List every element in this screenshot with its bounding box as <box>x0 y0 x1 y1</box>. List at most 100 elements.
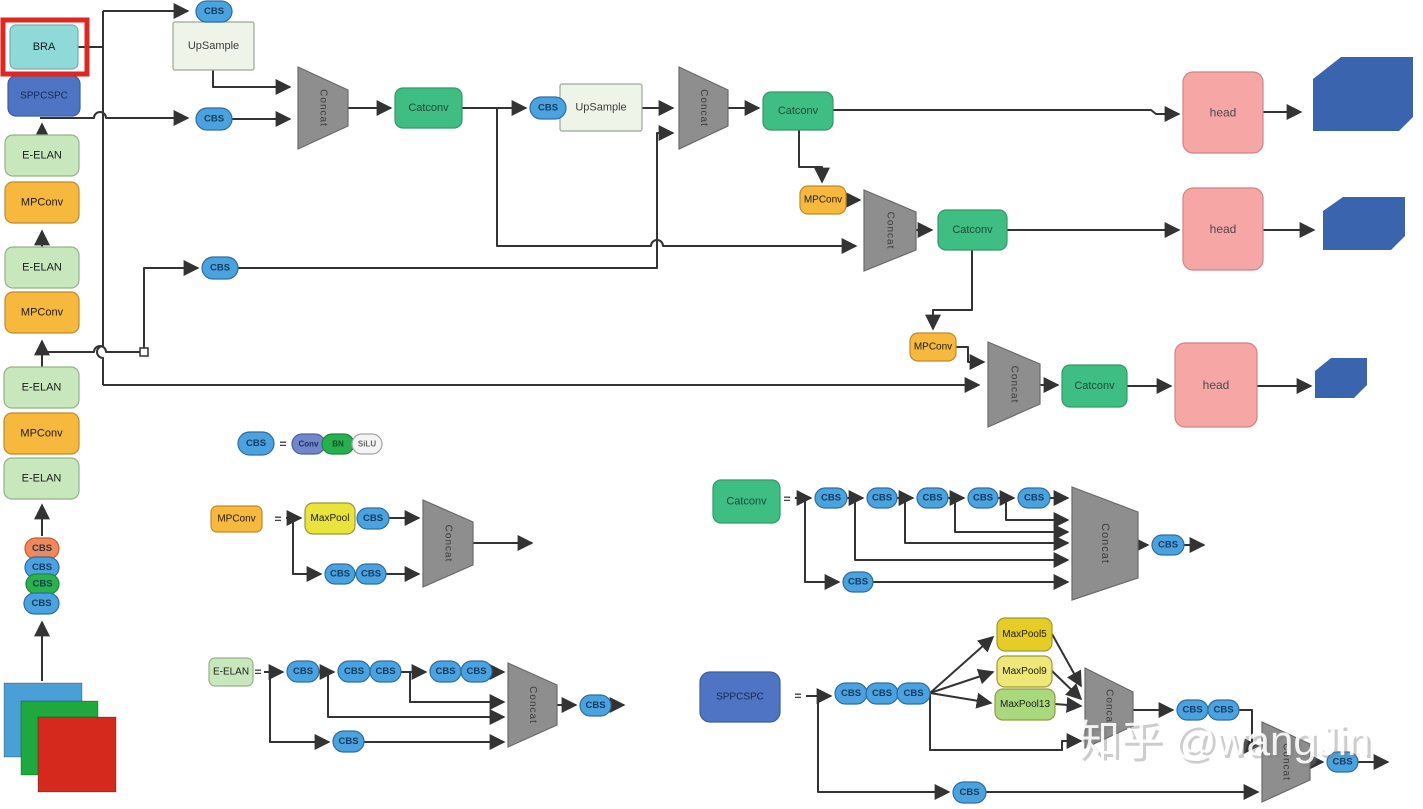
concat-trapezoid: Concat <box>678 66 729 150</box>
maxpool9-node-label: MaxPool9 <box>1002 666 1047 677</box>
eelan-block-label: E-ELAN <box>22 150 62 162</box>
cbs-pill: CBS <box>579 694 612 717</box>
concat-label: Concat <box>318 89 329 127</box>
maxpool-node-label: MaxPool <box>311 513 350 524</box>
cbs-pill: CBS <box>195 107 233 131</box>
cbs-pill: CBS <box>865 682 899 705</box>
wire <box>804 498 841 590</box>
cbs-pill-label: CBS <box>922 493 942 504</box>
wire <box>1051 633 1082 688</box>
wires <box>34 3 1390 800</box>
cbs-pill-label: CBS <box>363 513 383 524</box>
concat-trapezoid: Concat <box>1084 667 1134 749</box>
cbs-pill-label: CBS <box>375 666 395 677</box>
cbs-pill: CBS <box>460 660 493 683</box>
cbs-pill-label: CBS <box>872 688 892 699</box>
cbs-pill-label: CBS <box>204 6 224 17</box>
input-image-red <box>37 716 117 793</box>
upsample-node-label: UpSample <box>188 40 239 52</box>
eelan-block-label: E-ELAN <box>22 473 62 485</box>
mpconv-legend-node-label: MPConv <box>217 514 255 525</box>
cbs-pill-label: CBS <box>1213 705 1233 716</box>
cbs-pill-label: CBS <box>1158 540 1178 551</box>
mpconv-legend-node: MPConv <box>210 505 263 533</box>
tensor-output-small <box>1315 358 1367 398</box>
cbs-pill-label: CBS <box>361 569 381 580</box>
eelan-block-label: E-ELAN <box>22 262 62 274</box>
wire <box>904 498 1070 551</box>
maxpool5-node: MaxPool5 <box>996 617 1053 652</box>
mpconv-block: MPConv <box>4 291 80 334</box>
mpconv-node: MPConv <box>909 332 957 362</box>
cbs-pill-label: CBS <box>344 666 364 677</box>
head-node-label: head <box>1210 222 1237 236</box>
wire <box>269 672 331 750</box>
eelan-block-label: E-ELAN <box>22 382 62 394</box>
cbs-pill-label: CBS <box>848 577 868 588</box>
concat-label: Concat <box>443 525 454 563</box>
cbs-pill-label: CBS <box>466 666 486 677</box>
cbs-pill: CBS <box>1017 487 1051 509</box>
wire <box>327 672 506 725</box>
cbs-pill-label: CBS <box>1332 757 1352 768</box>
eelan-block: E-ELAN <box>3 366 80 409</box>
cbs-pill: CBS <box>1207 699 1240 721</box>
cbs-pill: CBS <box>356 507 390 530</box>
cbs-pill: CBS <box>332 730 365 753</box>
concat-trapezoid: Concat <box>1261 721 1311 803</box>
cbs-pill: CBS <box>1176 699 1209 721</box>
wire <box>212 70 292 95</box>
wire <box>292 518 323 582</box>
mpconv-block: MPConv <box>4 181 80 224</box>
cbs-pill-label: CBS <box>210 263 230 274</box>
wire <box>929 635 995 694</box>
equals-sign: = <box>279 437 286 451</box>
concat-label: Concat <box>1099 523 1111 564</box>
cbs-pill: CBS <box>337 660 371 683</box>
diagram-nodes: BRASPPCSPCE-ELANMPConvE-ELANMPConvE-ELAN… <box>3 0 1359 804</box>
wire <box>1239 709 1260 754</box>
cbs-pill: CBS <box>1151 534 1185 556</box>
upsample-node: UpSample <box>172 21 255 71</box>
wire <box>409 672 506 710</box>
concat-trapezoid: Concat <box>422 499 474 588</box>
maxpool5-node-label: MaxPool5 <box>1002 629 1047 640</box>
cbs-pill: CBS <box>201 256 239 280</box>
cbs-pill-label: CBS <box>959 787 979 798</box>
cbs-pill-label: CBS <box>293 666 313 677</box>
wire <box>833 106 1181 122</box>
cbs-pill: CBS <box>324 563 356 585</box>
head-node-label: head <box>1203 378 1230 392</box>
head-node-label: head <box>1210 106 1237 120</box>
head-node: head <box>1182 71 1264 154</box>
mpconv-node-label: MPConv <box>914 342 952 353</box>
cbs-pill: CBS <box>24 537 60 560</box>
catconv-node: Catconv <box>1061 364 1128 408</box>
sppcspc-block-label: SPPCSPC <box>20 91 68 102</box>
catconv-node-label: Catconv <box>1074 380 1115 392</box>
cbs-pill-label: CBS <box>585 700 605 711</box>
wire <box>1005 498 1070 528</box>
cbs-pill-label: CBS <box>330 569 350 580</box>
catconv-node: Catconv <box>762 91 834 131</box>
cbs-pill: CBS <box>866 487 898 509</box>
concat-label: Concat <box>527 686 538 724</box>
wire <box>1051 670 1083 701</box>
cbs-pill-label: CBS <box>841 688 861 699</box>
cbs-pill: CBS <box>814 487 848 509</box>
wire <box>798 130 830 184</box>
eelan-block: E-ELAN <box>4 134 80 177</box>
wire <box>854 498 1070 568</box>
silu-pill: SiLU <box>351 433 383 455</box>
equals-sign: = <box>274 512 281 526</box>
sppcspc-legend-node: SPPCSPC <box>699 671 781 723</box>
cbs-pill: CBS <box>369 660 402 683</box>
bn-pill-label: BN <box>332 440 344 449</box>
cbs-pill: CBS <box>1326 751 1359 773</box>
wire <box>1054 696 1083 713</box>
cbs-pill: CBS <box>967 487 999 509</box>
cbs-pill-label: CBS <box>31 598 51 609</box>
wire <box>925 250 973 331</box>
cbs-pill: CBS <box>916 487 949 509</box>
